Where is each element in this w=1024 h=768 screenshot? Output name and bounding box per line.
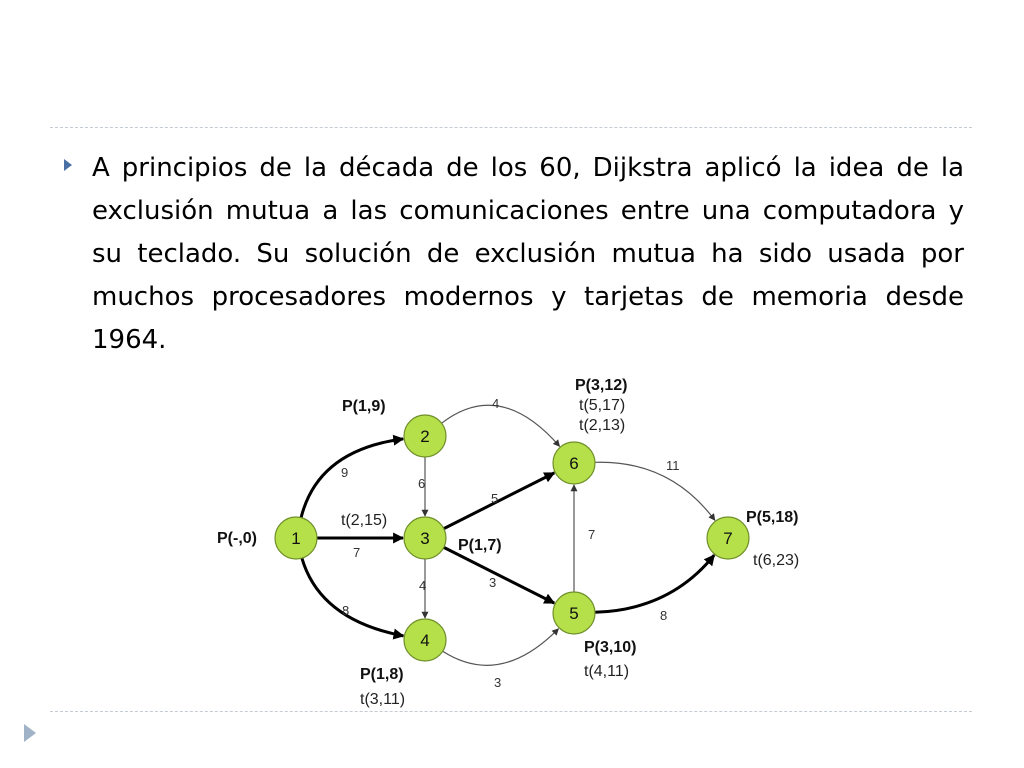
edge-weight-2-3: 6 [418, 476, 425, 491]
edge-weight-6-7: 11 [666, 458, 680, 473]
bullet-arrow-icon [64, 159, 72, 171]
edge-weight-1-2: 9 [341, 465, 348, 480]
node-6-perm-label: P(3,12) [575, 377, 627, 394]
edge-4-5 [442, 628, 559, 666]
edge-1-2 [299, 434, 405, 518]
node-2-perm-label: P(1,9) [342, 398, 386, 415]
edge-weight-1-4: 8 [342, 603, 349, 618]
node-6 [552, 441, 596, 485]
node-7-temp-label: t(6,23) [753, 552, 799, 569]
node-7-perm-label: P(5,18) [746, 509, 798, 526]
edge-weight-2-6: 4 [492, 396, 499, 411]
node-5-perm-label: P(3,10) [584, 639, 636, 656]
node-6-label: 6 [569, 454, 578, 473]
edge-3-6 [443, 471, 556, 530]
slide-body-text: A principios de la década de los 60, Dij… [92, 153, 964, 355]
node-1-perm-label: P(-,0) [217, 530, 257, 547]
node-6-temp1-label: t(5,17) [579, 397, 625, 414]
node-4-label: 4 [420, 631, 429, 650]
bottom-divider [50, 711, 972, 712]
node-1-label: 1 [291, 529, 300, 548]
node-4 [403, 618, 447, 662]
dijkstra-graph-diagram: 9 7 8 6 4 4 3 5 3 7 8 11 1 2 3 4 5 6 7 P(-,0) P(1,9) t(2,… [217, 377, 799, 708]
node-3-temp-label: t(2,15) [341, 512, 387, 529]
edge-2-6 [441, 404, 561, 447]
next-slide-arrow-icon[interactable] [24, 724, 36, 742]
node-5 [552, 591, 596, 635]
node-annotations: P(-,0) P(1,9) t(2,15) P(1,7) P(1,8) t(3,… [217, 377, 799, 708]
node-3-label: 3 [420, 529, 429, 548]
node-7 [706, 516, 750, 560]
edge-6-7 [594, 461, 716, 521]
edge-weight-5-6: 7 [588, 527, 595, 542]
edge-weight-3-5: 3 [489, 575, 496, 590]
node-2 [403, 414, 447, 458]
edge-3-5 [443, 546, 556, 605]
node-1 [274, 516, 318, 560]
node-7-label: 7 [723, 529, 732, 548]
edge-weight-1-3: 7 [353, 545, 360, 560]
edges-layer: 9 7 8 6 4 4 3 5 3 7 8 11 [299, 396, 716, 690]
edge-weight-4-5: 3 [494, 675, 501, 690]
node-4-perm-label: P(1,8) [360, 666, 404, 683]
node-2-label: 2 [420, 427, 429, 446]
top-divider [50, 127, 972, 128]
node-6-temp2-label: t(2,13) [579, 417, 625, 434]
edge-5-7 [594, 554, 716, 614]
edge-weight-3-4: 4 [419, 578, 426, 593]
nodes-layer: 1 2 3 4 5 6 7 [274, 414, 750, 662]
edge-weight-5-7: 8 [660, 608, 667, 623]
node-5-label: 5 [569, 604, 578, 623]
edge-weight-3-6: 5 [491, 491, 498, 506]
edge-1-4 [300, 557, 405, 640]
node-3 [403, 516, 447, 560]
node-4-temp-label: t(3,11) [360, 691, 405, 708]
node-5-temp-label: t(4,11) [584, 663, 629, 680]
node-3-perm-label: P(1,7) [458, 537, 502, 554]
